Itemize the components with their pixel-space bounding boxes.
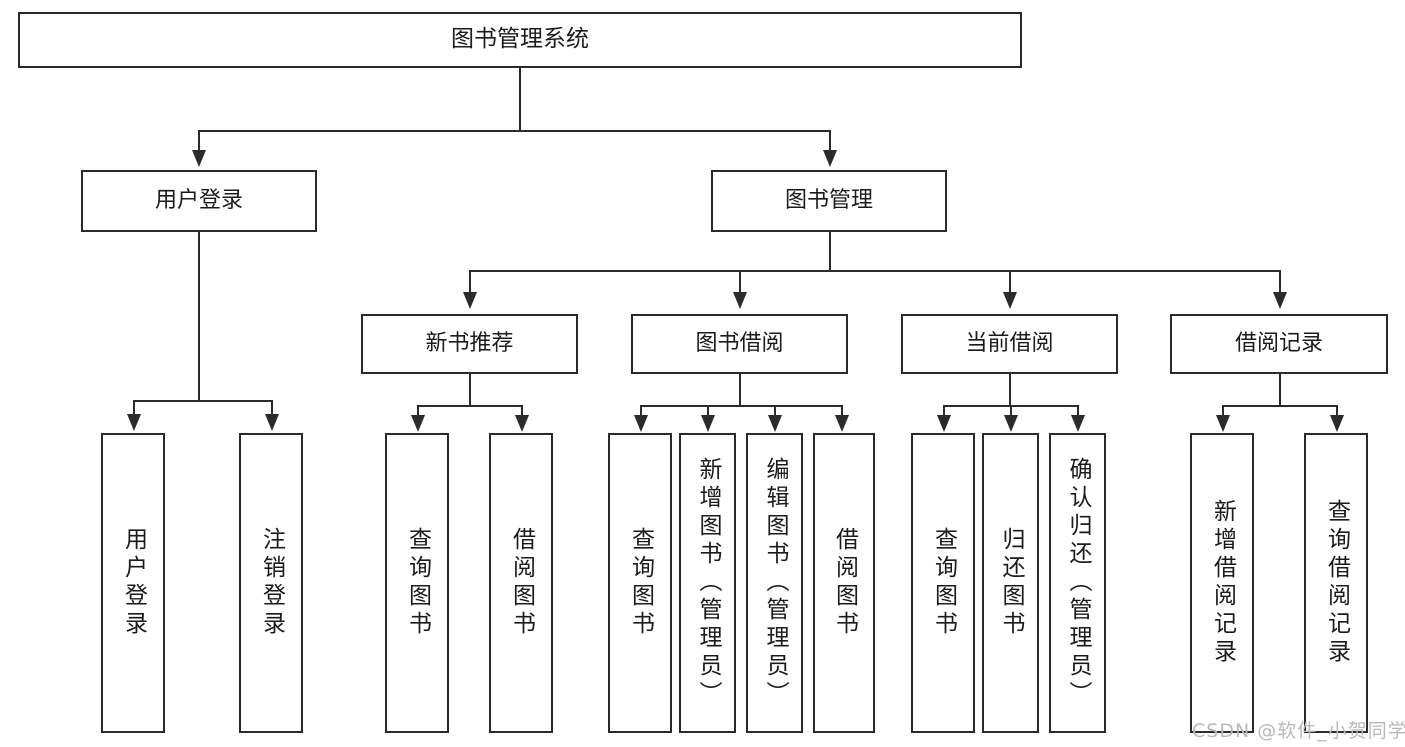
connector-root-drop-2	[829, 130, 831, 152]
connector-newbook-stem	[469, 374, 471, 405]
connector-bookmgmt-drop-4	[1279, 270, 1281, 294]
leaf-edit-book-label: 编辑图书（管理员）	[762, 457, 788, 709]
arrowhead-leaf-user-login	[127, 414, 141, 431]
arrowhead-leaf-add-book	[701, 415, 715, 432]
arrowhead-leaf-query-book-2	[634, 415, 648, 432]
leaf-confirm-return-label: 确认归还（管理员）	[1065, 457, 1091, 709]
connector-root-stem	[519, 68, 521, 130]
leaf-return-book-label: 归还图书	[998, 527, 1024, 639]
leaf-user-login-label: 用户登录	[120, 527, 147, 639]
node-book-management-label: 图书管理	[784, 188, 873, 214]
leaf-query-record[interactable]: 查询借阅记录	[1304, 433, 1368, 733]
node-root[interactable]: 图书管理系统	[18, 12, 1022, 68]
arrowhead-book-management	[823, 150, 837, 167]
connector-currentborrow-drop-1	[943, 405, 945, 417]
connector-borrowrecord-drop-2	[1336, 405, 1338, 417]
leaf-confirm-return[interactable]: 确认归还（管理员）	[1049, 433, 1106, 733]
connector-userlogin-stem	[198, 232, 200, 402]
leaf-query-book-1[interactable]: 查询图书	[385, 433, 449, 733]
connector-newbook-bus	[417, 405, 522, 407]
node-current-borrow-label: 当前借阅	[965, 331, 1054, 357]
node-book-borrow[interactable]: 图书借阅	[631, 314, 848, 374]
connector-userlogin-drop-1	[133, 400, 135, 416]
connector-root-bus	[198, 130, 831, 132]
arrowhead-leaf-edit-book	[768, 415, 782, 432]
leaf-query-book-2[interactable]: 查询图书	[608, 433, 672, 733]
node-book-management[interactable]: 图书管理	[711, 170, 947, 232]
arrowhead-leaf-borrow-book-1	[515, 415, 529, 432]
leaf-borrow-book-1-label: 借阅图书	[508, 527, 535, 639]
connector-bookmgmt-bus	[469, 270, 1280, 272]
arrowhead-leaf-borrow-book-2	[835, 415, 849, 432]
connector-bookmgmt-drop-2	[739, 270, 741, 294]
node-user-login-label: 用户登录	[154, 188, 243, 214]
leaf-query-book-1-label: 查询图书	[404, 527, 431, 639]
leaf-logout-label: 注销登录	[258, 527, 285, 639]
connector-bookmgmt-drop-3	[1009, 270, 1011, 294]
leaf-query-book-3-label: 查询图书	[930, 527, 957, 639]
arrowhead-book-borrow	[733, 292, 747, 309]
connector-newbook-drop-1	[417, 405, 419, 417]
connector-borrowrecord-stem	[1279, 374, 1281, 405]
connector-borrowrecord-drop-1	[1222, 405, 1224, 417]
leaf-user-login[interactable]: 用户登录	[101, 433, 165, 733]
connector-currentborrow-stem	[1009, 374, 1011, 405]
leaf-query-record-label: 查询借阅记录	[1323, 499, 1350, 667]
arrowhead-new-book-recommend	[463, 292, 477, 309]
leaf-borrow-book-1[interactable]: 借阅图书	[489, 433, 553, 733]
connector-bookborrow-bus	[640, 405, 842, 407]
connector-userlogin-drop-2	[271, 400, 273, 416]
arrowhead-current-borrow	[1003, 292, 1017, 309]
leaf-borrow-book-2[interactable]: 借阅图书	[813, 433, 875, 733]
connector-newbook-drop-2	[521, 405, 523, 417]
arrowhead-leaf-logout	[265, 414, 279, 431]
leaf-add-book-label: 新增图书（管理员）	[695, 457, 721, 709]
connector-bookborrow-drop-1	[640, 405, 642, 417]
connector-bookborrow-drop-4	[841, 405, 843, 417]
node-new-book-recommend-label: 新书推荐	[425, 331, 514, 357]
connector-bookborrow-drop-3	[774, 405, 776, 417]
node-new-book-recommend[interactable]: 新书推荐	[361, 314, 578, 374]
connector-userlogin-bus	[133, 400, 272, 402]
node-borrow-record[interactable]: 借阅记录	[1170, 314, 1388, 374]
leaf-query-book-2-label: 查询图书	[627, 527, 654, 639]
csdn-watermark: CSDN @软件_小贺同学	[1192, 720, 1405, 742]
node-borrow-record-label: 借阅记录	[1234, 331, 1323, 357]
arrowhead-leaf-add-record	[1216, 415, 1230, 432]
node-user-login[interactable]: 用户登录	[81, 170, 317, 232]
connector-currentborrow-drop-3	[1077, 405, 1079, 417]
leaf-add-book[interactable]: 新增图书（管理员）	[679, 433, 736, 733]
connector-bookborrow-stem	[739, 374, 741, 405]
leaf-return-book[interactable]: 归还图书	[982, 433, 1039, 733]
connector-bookborrow-drop-2	[707, 405, 709, 417]
leaf-logout[interactable]: 注销登录	[239, 433, 303, 733]
leaf-add-record[interactable]: 新增借阅记录	[1190, 433, 1254, 733]
arrowhead-leaf-query-record	[1330, 415, 1344, 432]
connector-bookmgmt-drop-1	[469, 270, 471, 294]
leaf-borrow-book-2-label: 借阅图书	[831, 527, 858, 639]
arrowhead-leaf-confirm-return	[1071, 415, 1085, 432]
connector-currentborrow-drop-2	[1010, 405, 1012, 417]
arrowhead-borrow-record	[1273, 292, 1287, 309]
arrowhead-leaf-return-book	[1004, 415, 1018, 432]
connector-root-drop-1	[198, 130, 200, 152]
leaf-add-record-label: 新增借阅记录	[1209, 499, 1236, 667]
node-root-label: 图书管理系统	[451, 26, 589, 53]
connector-bookmgmt-stem	[829, 232, 831, 270]
node-current-borrow[interactable]: 当前借阅	[901, 314, 1118, 374]
leaf-edit-book[interactable]: 编辑图书（管理员）	[746, 433, 803, 733]
connector-borrowrecord-bus	[1222, 405, 1337, 407]
arrowhead-user-login	[192, 150, 206, 167]
arrowhead-leaf-query-book-3	[937, 415, 951, 432]
arrowhead-leaf-query-book-1	[411, 415, 425, 432]
node-book-borrow-label: 图书借阅	[695, 331, 784, 357]
leaf-query-book-3[interactable]: 查询图书	[911, 433, 975, 733]
